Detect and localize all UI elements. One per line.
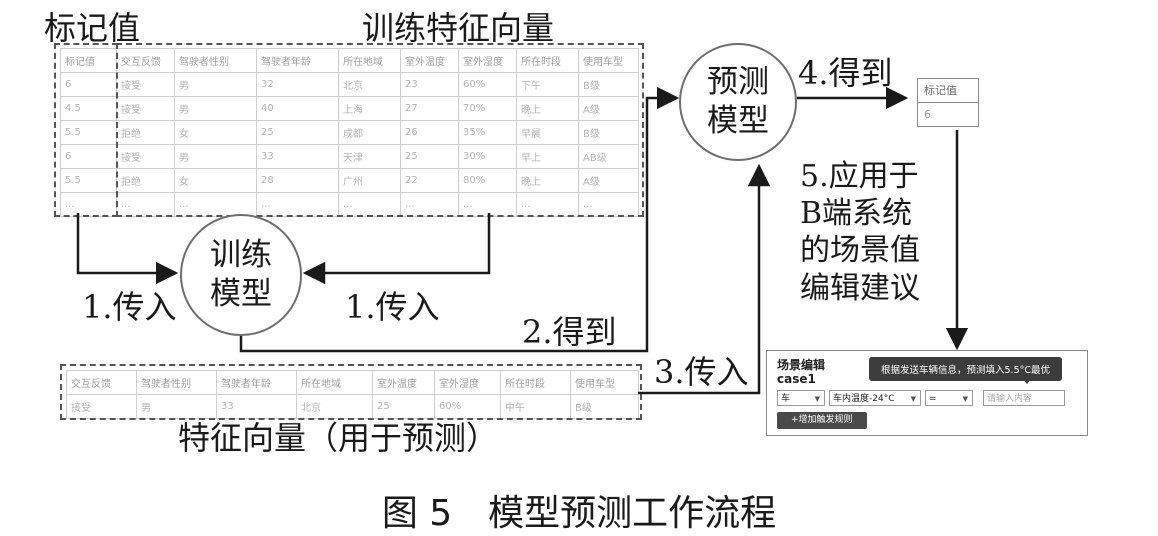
train-features-title: 训练特征向量: [362, 9, 555, 47]
table-cell: B级: [578, 72, 639, 97]
table-cell: 28: [256, 168, 339, 193]
table-cell: 天津: [338, 144, 401, 169]
result-value: 6: [918, 102, 978, 126]
table-cell: 男: [174, 72, 257, 97]
table-cell: 26: [400, 120, 459, 145]
predict-table-header: 所在时段: [500, 370, 571, 395]
table-cell: 25: [256, 120, 339, 145]
table-cell: ...: [116, 192, 175, 217]
step4-label: 4.得到: [798, 54, 893, 92]
prediction-tooltip: 根据发送车辆信息，预测填入5.5°C最优: [869, 357, 1062, 381]
table-cell: 27: [400, 96, 459, 121]
table-cell: ...: [60, 192, 117, 217]
table-cell: ...: [458, 192, 517, 217]
add-trigger-rule-button[interactable]: +增加触发规则: [777, 412, 867, 429]
table-cell: 男: [136, 394, 217, 419]
vehicle-select[interactable]: 车▼: [777, 390, 825, 406]
vehicle-select-value: 车: [781, 394, 791, 404]
table-cell: 早上: [516, 144, 579, 169]
train-model-label: 训练 模型: [210, 237, 272, 312]
label-value-title: 标记值: [44, 9, 141, 47]
table-cell: 广州: [338, 168, 401, 193]
table-cell: ...: [400, 192, 459, 217]
operator-select[interactable]: =▼: [925, 390, 973, 406]
train-table-header: 使用车型: [578, 48, 639, 73]
predict-table-header: 使用车型: [570, 370, 639, 395]
scene-edit-panel: 场景编辑 case1 根据发送车辆信息，预测填入5.5°C最优 车▼ 车内温度-…: [766, 350, 1088, 436]
table-cell: 32: [256, 72, 339, 97]
table-cell: A级: [578, 96, 639, 121]
step1-left-label: 1.传入: [82, 288, 177, 326]
tooltip-pointer: [1021, 377, 1033, 384]
table-cell: 下午: [516, 72, 579, 97]
table-cell: 中午: [500, 394, 571, 419]
attribute-select-value: 车内温度-24°C: [833, 394, 895, 404]
train-table-header: 标记值: [60, 48, 117, 73]
step1-right-label: 1.传入: [345, 288, 440, 326]
table-cell: A级: [578, 168, 639, 193]
train-table-header: 驾驶者年龄: [256, 48, 339, 73]
table-cell: 接受: [66, 394, 137, 419]
arrow-input-to-predict: [638, 163, 771, 395]
feature-columns-outline: [116, 43, 644, 217]
feature-predict-title: 特征向量（用于预测）: [178, 419, 499, 457]
panel-case: case1: [777, 372, 816, 386]
predict-model-node: 预测 模型: [679, 43, 797, 161]
panel-title: 场景编辑: [777, 358, 826, 372]
table-cell: 6: [60, 72, 117, 97]
table-cell: 40: [256, 96, 339, 121]
table-cell: AB级: [578, 144, 639, 169]
arrow-train-to-predict: [239, 86, 680, 353]
predict-table-header: 交互反馈: [66, 370, 137, 395]
chevron-down-icon: ▼: [814, 395, 820, 403]
chevron-down-icon: ▼: [962, 395, 968, 403]
operator-select-value: =: [929, 394, 937, 404]
chevron-down-icon: ▼: [910, 395, 916, 403]
label-value-result-box: 标记值 6: [917, 78, 979, 127]
step5-label: 5.应用于 B端系统 的场景值 编辑建议: [800, 159, 920, 306]
predict-table-header: 所在地域: [296, 370, 373, 395]
table-cell: 22: [400, 168, 459, 193]
arrow-features-to-train: [302, 213, 491, 285]
result-header: 标记值: [924, 84, 957, 97]
attribute-select[interactable]: 车内温度-24°C ▼: [829, 390, 921, 406]
train-model-node: 训练 模型: [180, 214, 302, 336]
predict-model-label: 预测 模型: [707, 64, 769, 139]
table-cell: 80%: [458, 168, 517, 193]
table-cell: 33: [256, 144, 339, 169]
arrow-labels-to-train: [76, 213, 179, 285]
step2-label: 2.得到: [522, 313, 617, 351]
figure-caption: 图 5 模型预测工作流程: [381, 493, 777, 534]
train-table-header: 所在地域: [338, 48, 401, 73]
value-input[interactable]: 请输入内容: [983, 390, 1065, 406]
step3-label: 3.传入: [654, 353, 749, 391]
predict-table-header: 室外湿度: [434, 370, 501, 395]
table-cell: 北京: [338, 72, 401, 97]
table-cell: 晚上: [516, 168, 579, 193]
table-cell: 接受: [116, 144, 175, 169]
table-cell: 6: [60, 144, 117, 169]
table-cell: 30%: [458, 144, 517, 169]
